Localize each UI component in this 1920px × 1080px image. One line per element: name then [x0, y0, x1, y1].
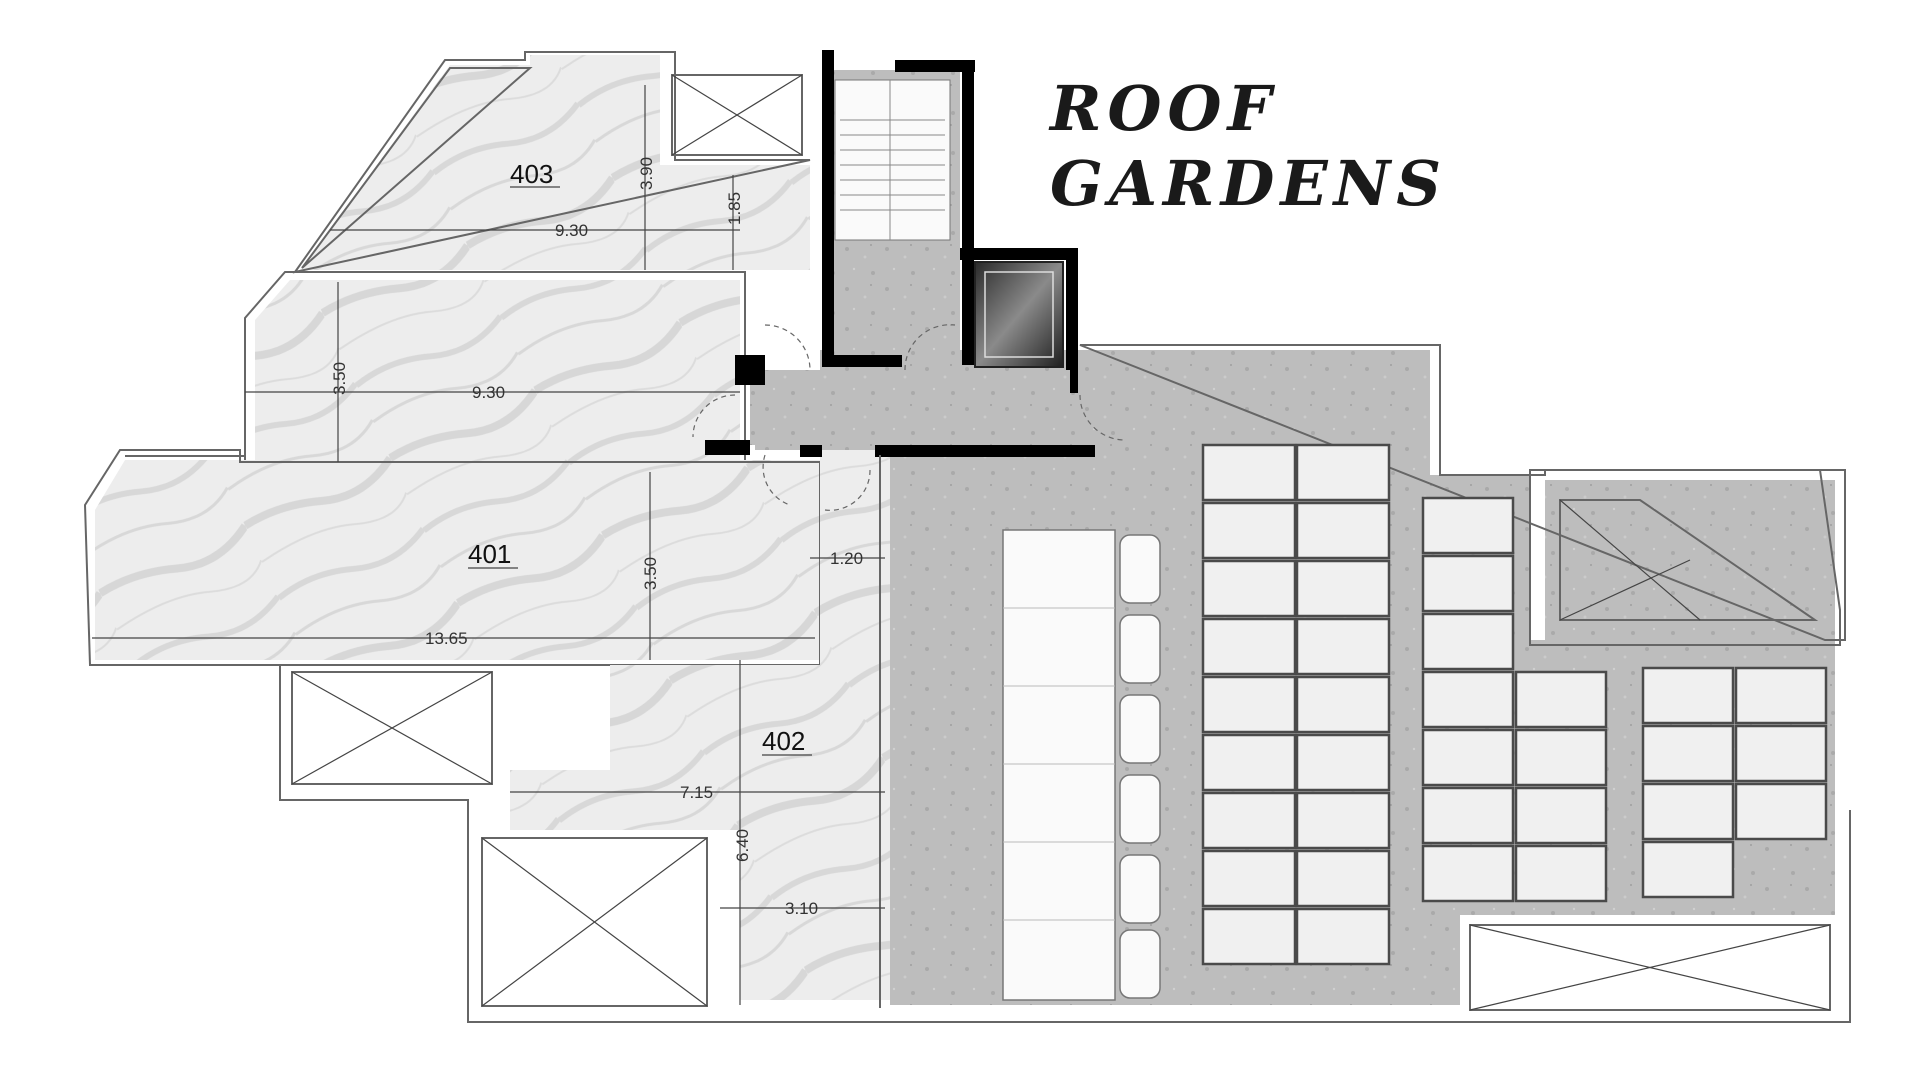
dim-403-step: 1.85: [725, 192, 744, 225]
title-line-2: GARDENS: [1050, 147, 1447, 220]
unit-402-label: 402: [762, 726, 805, 756]
title-line-1: ROOF: [1048, 72, 1278, 145]
elevator-icon: [974, 261, 1064, 368]
apartment-mid: [244, 271, 746, 463]
planter-grid-2: [1421, 496, 1608, 903]
dim-401-width: 13.65: [425, 629, 468, 648]
dim-402-width: 7.15: [680, 783, 713, 802]
unit-403-label: 403: [510, 159, 553, 189]
dim-403-width: 9.30: [555, 221, 588, 240]
void-bottom: [481, 837, 708, 1007]
void-bottom-right: [1469, 924, 1831, 1011]
dim-mid-height: 3.50: [330, 362, 349, 395]
apartment-402: 402: [500, 450, 890, 1000]
void-top: [671, 74, 803, 156]
dim-402-height: 6.40: [733, 829, 752, 862]
elevator-shaft: [960, 248, 1078, 393]
dim-corridor: 1.20: [830, 549, 863, 568]
stair-core: [822, 50, 975, 367]
dimension-lines: [92, 85, 885, 1005]
unit-401-label: 401: [468, 539, 511, 569]
lounge-bench: [1002, 529, 1161, 1001]
dim-402-small: 3.10: [785, 899, 818, 918]
door-swings: [692, 324, 1126, 511]
apartment-403: 403: [292, 51, 811, 274]
dim-403-height: 3.90: [637, 157, 656, 190]
apartment-401: 401: [83, 449, 821, 666]
dimension-labels: 9.30 3.90 1.85 9.30 3.50 3.50 13.65 1.20…: [330, 157, 863, 918]
planter-grid-3: [1641, 666, 1828, 899]
void-right-triangle: [1559, 499, 1819, 621]
title-block: ROOF GARDENS: [1048, 72, 1447, 220]
dim-mid-width: 9.30: [472, 383, 505, 402]
landing: [705, 355, 1095, 457]
dim-401-height: 3.50: [641, 557, 660, 590]
void-left: [291, 671, 493, 785]
planter-grid-1: [1201, 443, 1391, 966]
